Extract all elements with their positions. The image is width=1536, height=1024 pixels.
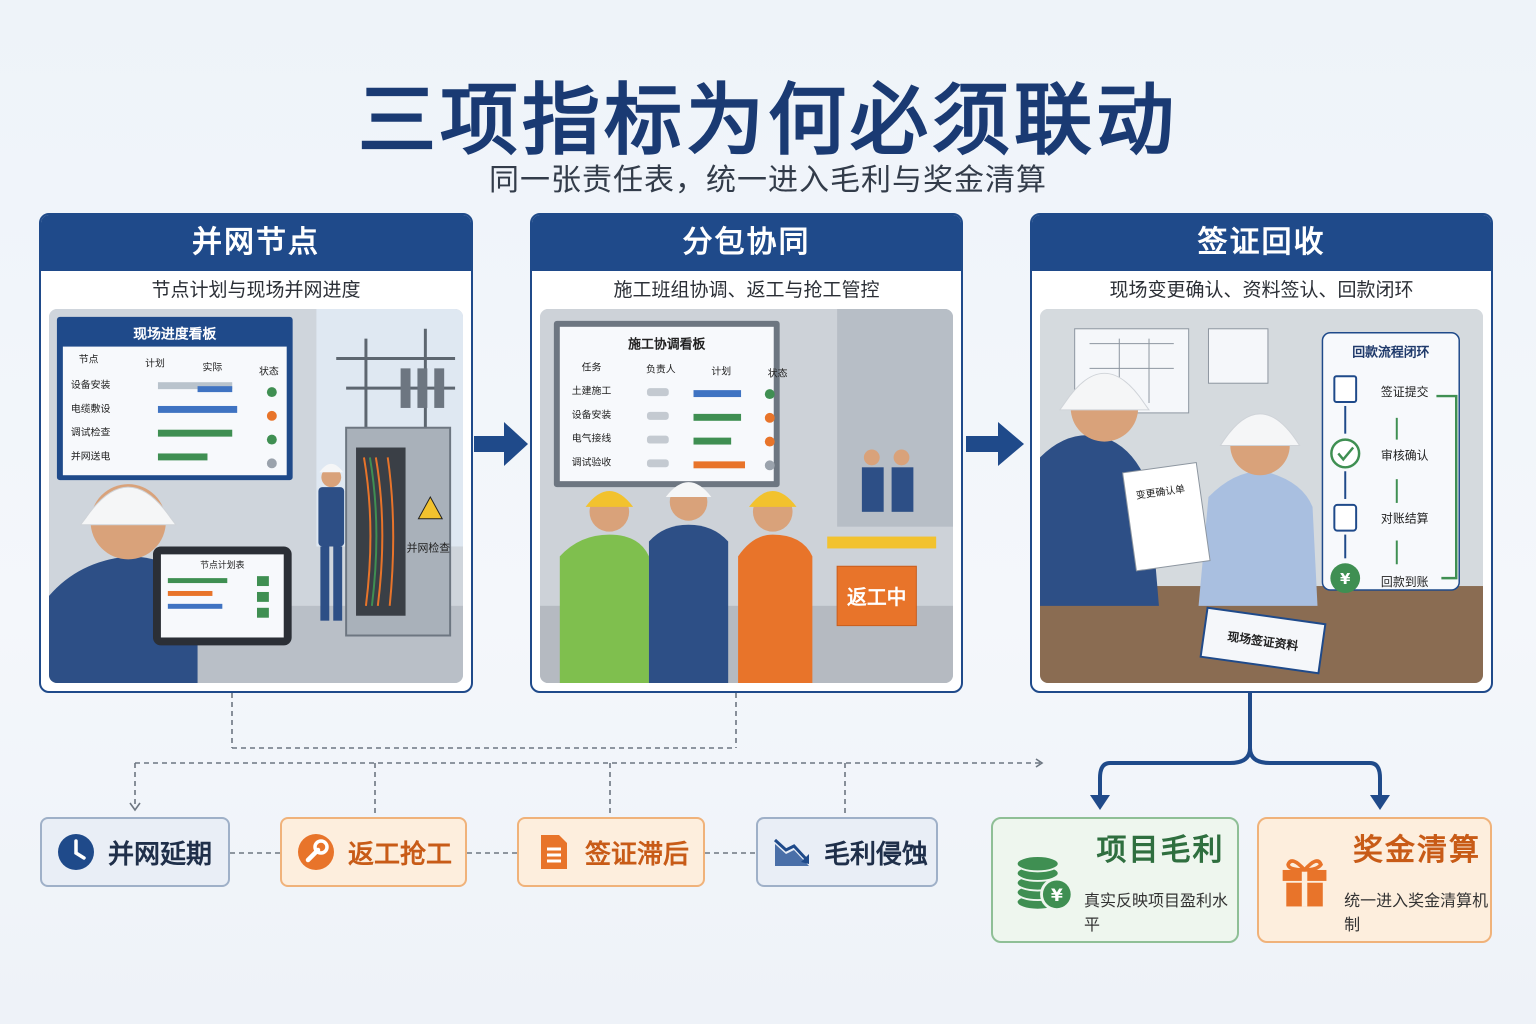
panel-subcontract: 分包协同 施工班组协调、返工与抢工管控 施工协调看板 任务 负责人 计划 状态 …: [530, 213, 963, 693]
svg-text:签证提交: 签证提交: [1381, 385, 1429, 399]
arrow-right-icon: [474, 422, 528, 466]
scene-grid-node: 现场进度看板 节点 计划 实际 状态 设备安装 电缆敷设 调试检查 并网送电 并…: [49, 309, 463, 683]
panel-desc: 施工班组协调、返工与抢工管控: [613, 279, 880, 301]
outcome-title: 奖金清算: [1353, 833, 1482, 868]
panel-title: 签证回收: [1032, 215, 1491, 271]
svg-text:计划: 计划: [145, 356, 165, 369]
panel-title: 分包协同: [532, 215, 961, 271]
outcome-title: 项目毛利: [1096, 833, 1225, 868]
scene-subcontract: 施工协调看板 任务 负责人 计划 状态 土建施工 设备安装 电气接线 调试验收 …: [540, 309, 953, 683]
svg-text:计划: 计划: [711, 364, 731, 377]
outcome-bonus-settlement: 奖金清算 统一进入奖金清算机制: [1257, 817, 1492, 943]
risk-grid-delay: 并网延期: [40, 817, 230, 887]
svg-text:设备安装: 设备安装: [71, 378, 111, 391]
svg-text:并网送电: 并网送电: [71, 449, 111, 462]
board-title: 施工协调看板: [628, 337, 705, 353]
rework-sign: 返工中: [847, 586, 906, 609]
svg-text:土建施工: 土建施工: [572, 384, 612, 397]
panel-visa-recovery: 签证回收 现场变更确认、资料签认、回款闭环 回款流程闭环 签证提交 审核确认 对…: [1030, 213, 1493, 693]
svg-text:回款到账: 回款到账: [1381, 575, 1429, 589]
check-icon: [1330, 438, 1361, 469]
svg-text:实际: 实际: [203, 360, 223, 373]
svg-text:¥: ¥: [1340, 570, 1351, 588]
svg-text:调试验收: 调试验收: [572, 455, 612, 468]
scene-visa-recovery: 回款流程闭环 签证提交 审核确认 对账结算 ¥ 回款到账: [1040, 309, 1483, 683]
risk-label: 签证滞后: [585, 839, 690, 870]
calculator-icon: [1333, 503, 1358, 532]
page-subtitle: 同一张责任表，统一进入毛利与奖金清算: [489, 163, 1047, 198]
svg-text:审核确认: 审核确认: [1381, 448, 1429, 462]
clock-icon: [58, 834, 94, 870]
coins-icon: ¥: [1015, 855, 1074, 912]
panel-desc: 节点计划与现场并网进度: [151, 279, 361, 301]
svg-text:电缆敷设: 电缆敷设: [71, 402, 111, 415]
svg-text:负责人: 负责人: [646, 362, 676, 375]
page-title: 三项指标为何必须联动: [357, 76, 1178, 166]
svg-text:节点: 节点: [79, 353, 99, 365]
board-title: 现场进度看板: [133, 326, 216, 343]
svg-text:任务: 任务: [582, 360, 602, 373]
outcome-project-margin: ¥ 项目毛利 真实反映项目盈利水平: [991, 817, 1239, 943]
connector-lines: [129, 693, 1390, 815]
svg-text:设备安装: 设备安装: [572, 408, 612, 421]
document-icon: [541, 835, 567, 869]
outcome-desc: 统一进入奖金清算机制: [1344, 891, 1489, 934]
svg-text:对账结算: 对账结算: [1381, 512, 1429, 526]
risk-label: 毛利侵蚀: [824, 839, 929, 870]
svg-text:调试检查: 调试检查: [71, 426, 111, 439]
risk-rework: 返工抢工: [280, 817, 467, 887]
risk-label: 返工抢工: [348, 839, 453, 870]
trend-down-icon: [773, 838, 809, 866]
risk-margin-erosion: 毛利侵蚀: [756, 817, 938, 887]
svg-text:状态: 状态: [768, 366, 788, 379]
wrench-icon: [298, 834, 334, 870]
risk-label: 并网延期: [108, 839, 213, 870]
gift-icon: [1282, 859, 1327, 907]
svg-text:电气接线: 电气接线: [572, 432, 612, 445]
risk-visa-lag: 签证滞后: [517, 817, 705, 887]
svg-text:状态: 状态: [259, 364, 279, 377]
panel-grid-node: 并网节点 节点计划与现场并网进度 现场进度看板 节点 计划: [39, 213, 473, 693]
panel-title: 并网节点: [41, 215, 471, 271]
cabinet-label: 并网检查: [407, 540, 451, 554]
tablet-title: 节点计划表: [200, 559, 245, 571]
document-icon: [1333, 375, 1358, 403]
yuan-coin-icon: [1330, 563, 1361, 593]
arrow-right-icon: [966, 422, 1024, 466]
flow-title: 回款流程闭环: [1352, 345, 1429, 361]
outcome-desc: 真实反映项目盈利水平: [1083, 891, 1228, 934]
panel-desc: 现场变更确认、资料签认、回款闭环: [1109, 279, 1414, 301]
svg-text:¥: ¥: [1051, 886, 1063, 906]
